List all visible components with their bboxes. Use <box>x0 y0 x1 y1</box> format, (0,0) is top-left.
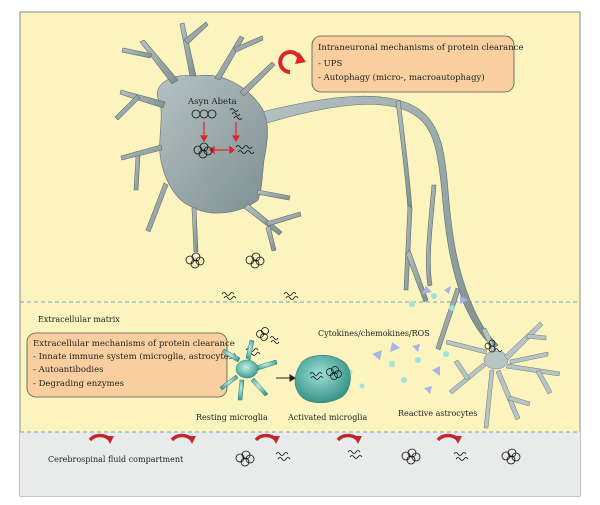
dendrite <box>256 189 291 201</box>
reactive-astrocytes-label: Reactive astrocytes <box>398 409 477 418</box>
recycle-arrow-icon <box>278 50 306 74</box>
abeta-aggregate-icon <box>235 145 255 154</box>
dendrite <box>239 61 276 97</box>
extracellular-box-title: Extracellular mechanisms of protein clea… <box>33 339 235 349</box>
axon-branch <box>426 184 437 287</box>
extracellular-item: - Innate immune system (microglia, astro… <box>33 351 236 362</box>
dendrite <box>183 21 209 45</box>
oligomer-near-box-icon <box>256 327 280 344</box>
extracellular-matrix-label: Extracellular matrix <box>38 315 120 324</box>
dendrite <box>233 35 264 53</box>
dendrite <box>191 207 199 253</box>
dendrite <box>114 94 141 121</box>
dendrite <box>120 144 163 161</box>
activated-microglia <box>294 354 351 404</box>
resting-microglia-label: Resting microglia <box>196 413 268 422</box>
asyn-oligomer-icon <box>193 142 213 159</box>
extracellular-item: - Degrading enzymes <box>33 379 124 389</box>
dendrite <box>179 22 197 77</box>
activated-microglia-label: Activated microglia <box>287 413 367 422</box>
dendrite <box>133 155 141 191</box>
asyn-abeta-label: Asyn Abeta <box>187 97 237 107</box>
reactive-astrocyte <box>445 321 561 429</box>
intraneuronal-box: Intraneuronal mechanisms of protein clea… <box>311 35 523 93</box>
dendrite <box>145 182 169 233</box>
neuron <box>114 21 499 351</box>
extracellular-box: Extracellular mechanisms of protein clea… <box>26 332 236 398</box>
axon-branch <box>403 204 413 291</box>
csf-compartment-background <box>20 432 580 496</box>
resting-microglia <box>219 339 278 401</box>
dendrite <box>121 47 153 59</box>
neuron-soma <box>156 74 268 214</box>
axon-branch <box>435 287 461 351</box>
cytokines-label: Cytokines/chemokines/ROS <box>318 329 430 338</box>
dendrite <box>265 211 302 227</box>
abeta-fibrils-icon <box>229 108 243 120</box>
aggregation-arrows-icon <box>199 122 241 155</box>
dendrite <box>265 225 277 252</box>
asyn-monomers-icon <box>191 109 217 119</box>
astrocyte-oligomer-icon <box>484 339 503 353</box>
csf-aggregates <box>235 448 521 467</box>
intraneuronal-item: - Autophagy (micro-, macroautophagy) <box>318 72 485 83</box>
axon-branch <box>405 249 429 303</box>
csf-label: Cerebrospinal fluid compartment <box>48 455 184 464</box>
intraneuronal-item: - UPS <box>318 59 342 69</box>
csf-transport-arrows <box>88 433 462 444</box>
intraneuronal-box-title: Intraneuronal mechanisms of protein clea… <box>318 43 523 53</box>
extracellular-abeta-fibril-icon <box>221 292 299 300</box>
extracellular-item: - Autoantibodies <box>33 365 104 375</box>
transition-arrow-icon <box>276 374 296 382</box>
extracellular-asyn-oligomer-icon <box>185 252 265 269</box>
